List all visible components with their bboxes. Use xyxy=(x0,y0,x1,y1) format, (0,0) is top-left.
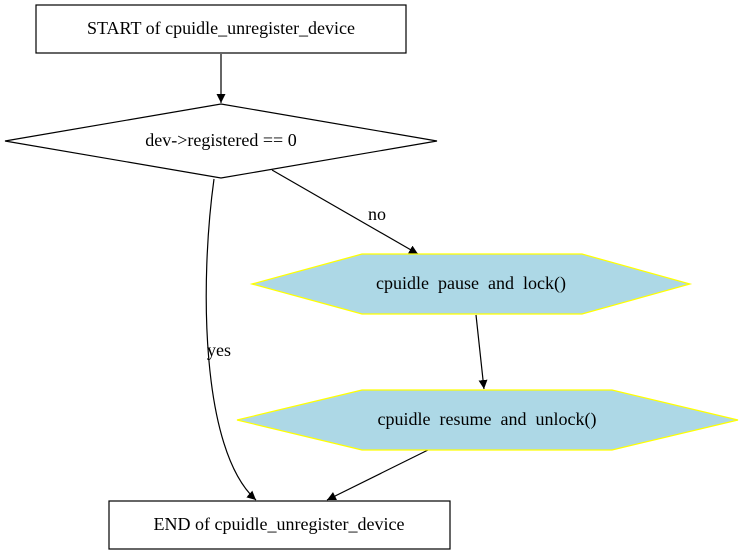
edge-decision-to-end xyxy=(205,178,257,501)
edge-decision-to-pause xyxy=(271,169,419,255)
edge-pause-to-resume xyxy=(475,314,488,390)
end-node: END of cpuidle_unregister_device xyxy=(108,500,451,550)
decision-node: dev->registered == 0 xyxy=(4,103,438,179)
end-node-label: END of cpuidle_unregister_device xyxy=(154,514,405,534)
pause-node: cpuidle pause and lock() xyxy=(249,253,693,315)
edge-label-no: no xyxy=(368,204,386,224)
edge-resume-to-end xyxy=(326,449,429,501)
start-node: START of cpuidle_unregister_device xyxy=(35,4,407,54)
edge-label-yes: yes xyxy=(207,340,231,360)
start-node-label: START of cpuidle_unregister_device xyxy=(87,18,355,38)
decision-node-label: dev->registered == 0 xyxy=(145,130,296,150)
resume-node-label: cpuidle resume and unlock() xyxy=(378,409,597,430)
resume-node: cpuidle resume and unlock() xyxy=(236,389,739,451)
pause-node-label: cpuidle pause and lock() xyxy=(376,273,566,294)
